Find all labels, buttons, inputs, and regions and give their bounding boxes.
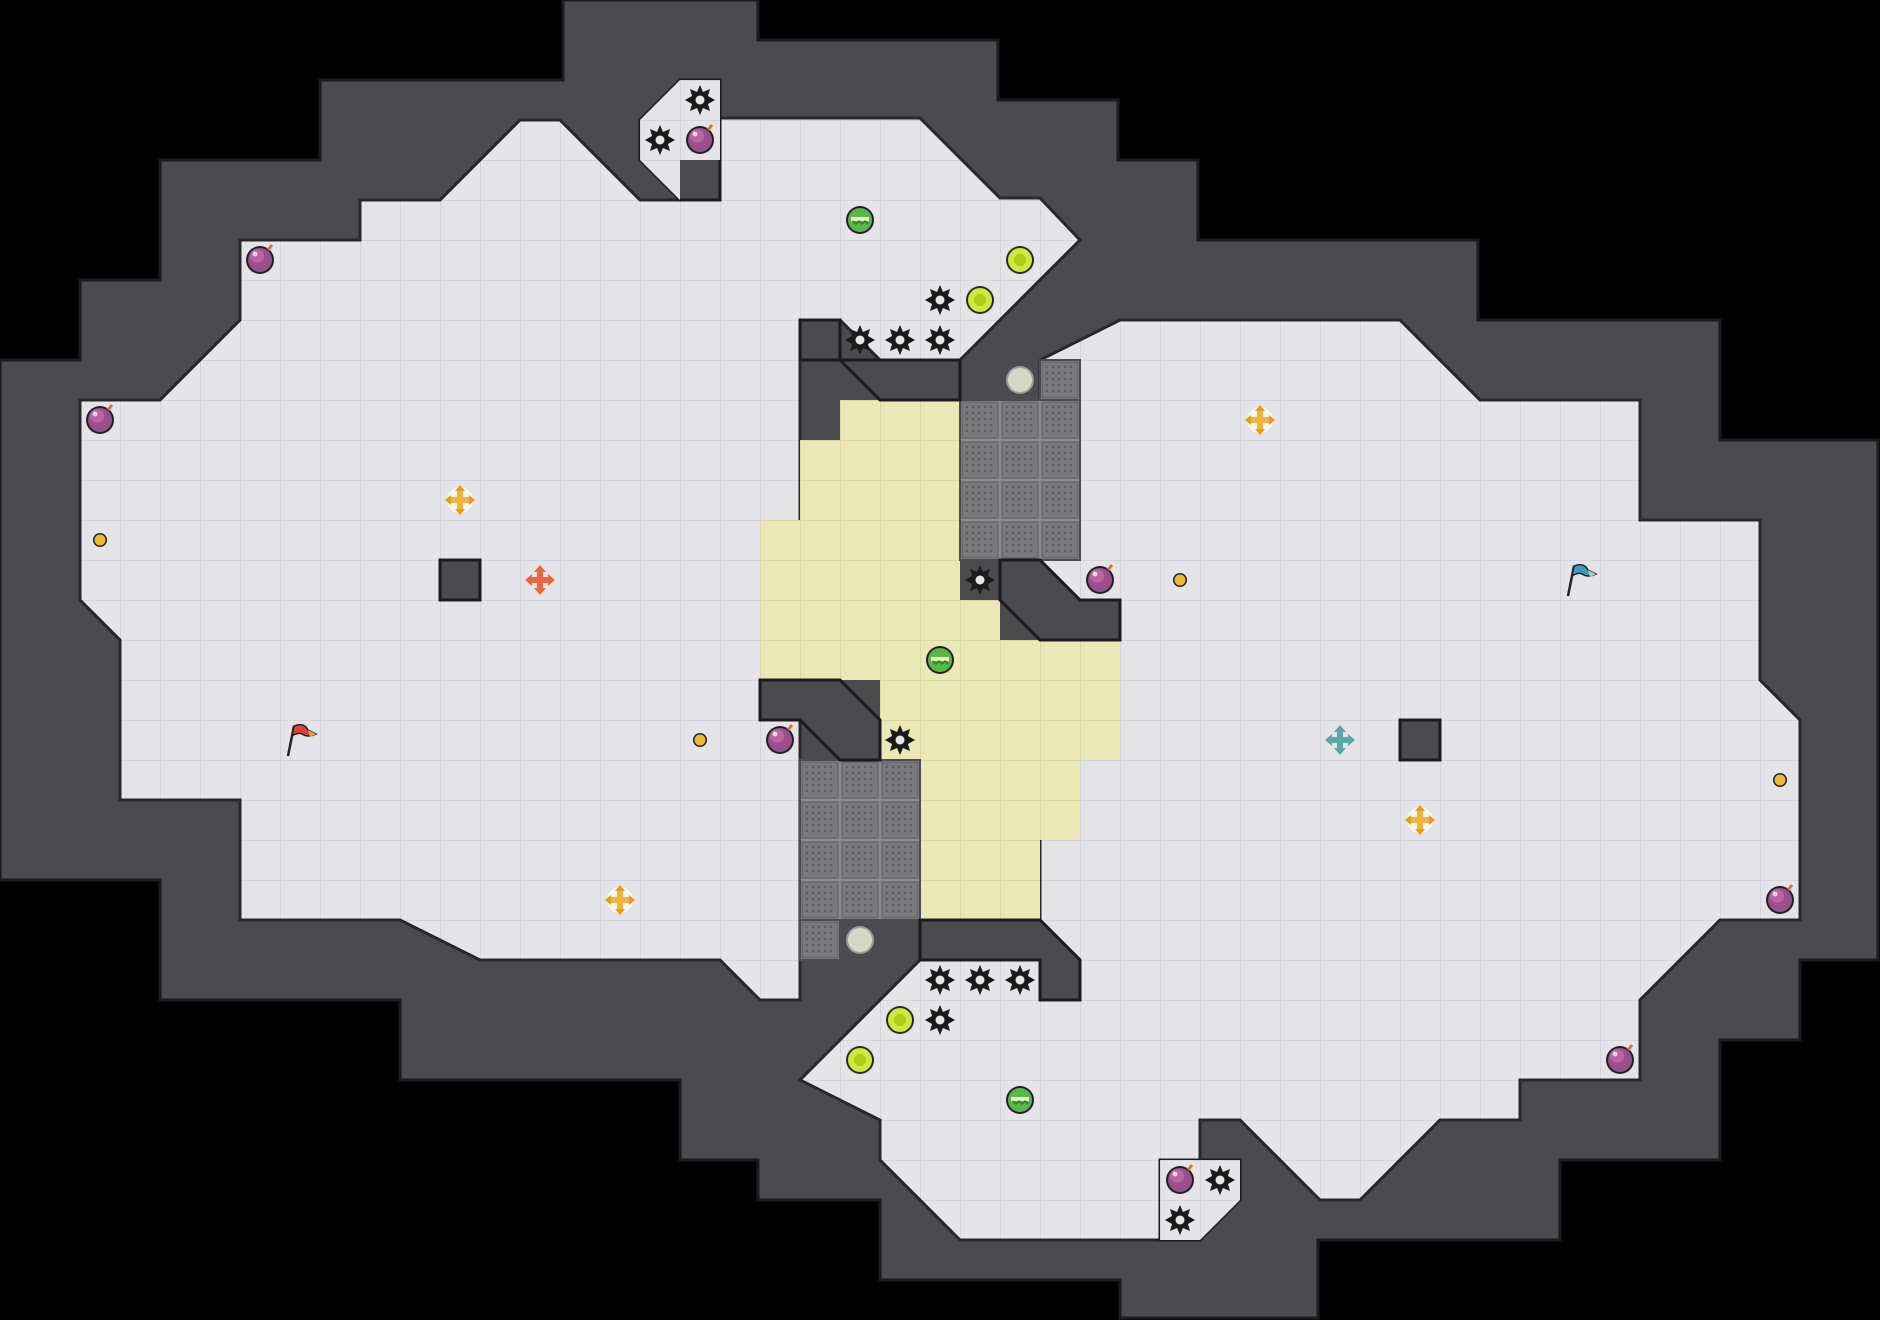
booster-icon[interactable] <box>1006 246 1034 274</box>
spawn-dot-icon <box>1773 773 1787 787</box>
neutral-pad-icon[interactable] <box>846 926 874 954</box>
gate-button-icon[interactable] <box>924 644 956 676</box>
grate-block-lower <box>799 759 921 921</box>
booster-icon[interactable] <box>886 1006 914 1034</box>
booster-icon[interactable] <box>846 1046 874 1074</box>
wall-lower-divider <box>918 918 1082 1002</box>
pillar-right <box>1398 718 1442 762</box>
gate-button-icon[interactable] <box>844 204 876 236</box>
grate-block-lower-bottom <box>799 919 841 961</box>
pillar-left <box>438 558 482 602</box>
gate-button-icon[interactable] <box>1004 1084 1036 1116</box>
spawn-dot-icon <box>93 533 107 547</box>
wall-left-wedge <box>758 678 882 762</box>
floor-left <box>78 116 1083 1002</box>
spawn-dot-icon <box>1173 573 1187 587</box>
wall-right-wedge <box>998 558 1122 642</box>
wall-upper-divider <box>798 318 962 402</box>
neutral-pad-icon[interactable] <box>1006 366 1034 394</box>
grate-block-upper-top <box>1039 359 1081 401</box>
spawn-dot-icon <box>693 733 707 747</box>
grate-block-upper <box>959 399 1081 561</box>
booster-icon[interactable] <box>966 286 994 314</box>
